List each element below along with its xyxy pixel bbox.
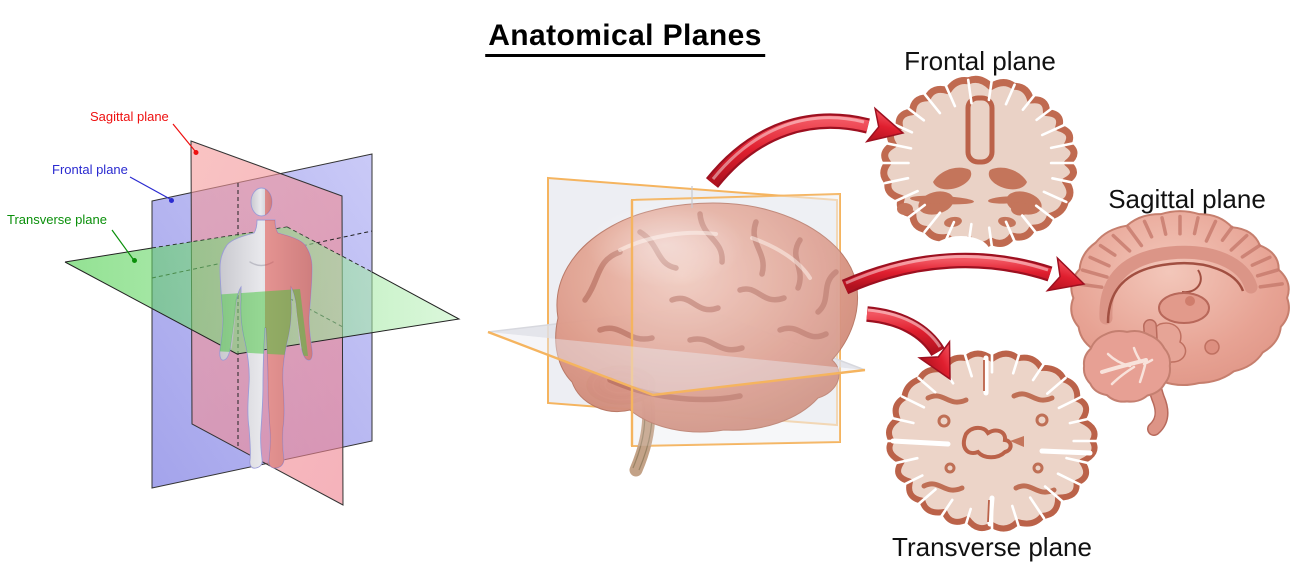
label-leader-lines	[111, 123, 199, 263]
sagittal-section-illustration	[1070, 210, 1290, 436]
sagittal-inner-structures	[1082, 245, 1258, 436]
brain-gyri-lines	[582, 211, 839, 403]
plane-sheen-overlay	[585, 203, 745, 287]
coronal-inner-structures	[897, 95, 1042, 228]
human-head	[250, 187, 273, 217]
brain-3d-figure	[487, 176, 866, 477]
transverse-section-illustration	[886, 350, 1098, 532]
arrow-to-transverse-section	[866, 306, 951, 381]
axial-inner-structures	[890, 355, 1093, 527]
body-transverse-plane-label: Transverse plane	[7, 212, 107, 227]
body-sagittal-plane-label: Sagittal plane	[90, 109, 169, 124]
body-planes-figure	[64, 123, 461, 506]
frontal-section-label: Frontal plane	[904, 46, 1056, 76]
brain-plane-front-parts	[487, 186, 866, 446]
curved-arrows	[705, 106, 1086, 381]
sagittal-cerebellum	[1082, 329, 1172, 403]
arrow-to-sagittal-section	[841, 252, 1086, 295]
sagittal-section-label: Sagittal plane	[1108, 184, 1266, 214]
coronal-sulci-notches	[881, 78, 1079, 248]
page-title: Anatomical Planes	[485, 19, 765, 57]
sagittal-sulci-ticks	[1076, 214, 1284, 289]
arrow-to-frontal-section	[705, 106, 905, 188]
frontal-section-illustration	[880, 75, 1079, 268]
transverse-plane-edges	[64, 247, 461, 355]
transverse-section-label: Transverse plane	[892, 532, 1092, 562]
body-frontal-plane-label: Frontal plane	[52, 162, 128, 177]
